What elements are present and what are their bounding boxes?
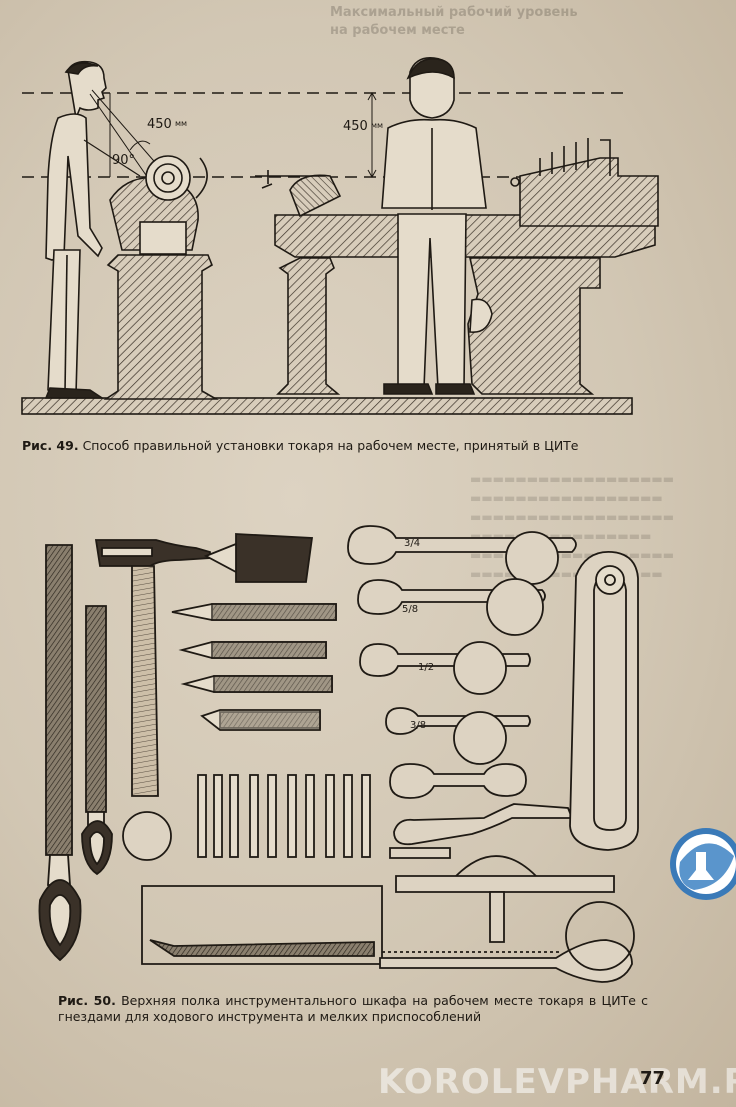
- bleed-through-text: Максимальный рабочий уровень на рабочем …: [330, 4, 730, 40]
- page-number: 77: [640, 1068, 666, 1089]
- site-logo: [670, 828, 736, 900]
- wrench-size-label: 5/8: [402, 604, 418, 615]
- figure-50-caption-text: Верхняя полка инструментального шкафа на…: [58, 993, 648, 1024]
- dimension-right-unit: мм: [371, 121, 383, 130]
- worker-side-view: [44, 60, 161, 399]
- floor: [21, 397, 633, 415]
- file-small: [81, 605, 113, 876]
- lathe-headstock-left: [103, 155, 220, 400]
- wrenches: [347, 525, 577, 859]
- worker-front-view: [381, 56, 487, 395]
- figure-50-caption: Рис. 50. Верхняя полка инструментального…: [58, 993, 648, 1025]
- dimension-left-unit: мм: [175, 119, 187, 128]
- wrench-size-label: 3/8: [410, 720, 426, 731]
- wrench-size-label: 3/4: [404, 538, 420, 549]
- t-handle: [395, 855, 615, 943]
- figure-50-tool-shelf: 3/4 5/8 1/2 3/8: [38, 525, 639, 983]
- bleed-line: на рабочем месте: [330, 23, 465, 38]
- dimension-left: 450: [147, 117, 172, 132]
- chisels: [171, 603, 337, 731]
- figure-49-caption-text: Способ правильной установки токаря на ра…: [82, 438, 579, 453]
- figure-49-label: Рис. 49.: [22, 438, 79, 453]
- figure-49-lathe-operator: 450 мм 450 мм 90°: [21, 56, 659, 415]
- strap-loop: [569, 551, 639, 851]
- watermark: KOROLEVPHARM.RU: [378, 1062, 736, 1102]
- figure-49-caption: Рис. 49. Способ правильной установки ток…: [22, 437, 722, 454]
- dimension-right: 450: [343, 119, 368, 134]
- angle-label: 90°: [112, 153, 135, 168]
- wrench-size-label: 1/2: [418, 662, 434, 673]
- hook-tool: [379, 939, 633, 983]
- drift-punch: [235, 533, 314, 583]
- bleed-line: Максимальный рабочий уровень: [330, 5, 578, 20]
- hammer: [94, 539, 211, 861]
- file-large: [38, 544, 82, 962]
- figure-50-label: Рис. 50.: [58, 993, 116, 1008]
- pins-row: [197, 774, 371, 858]
